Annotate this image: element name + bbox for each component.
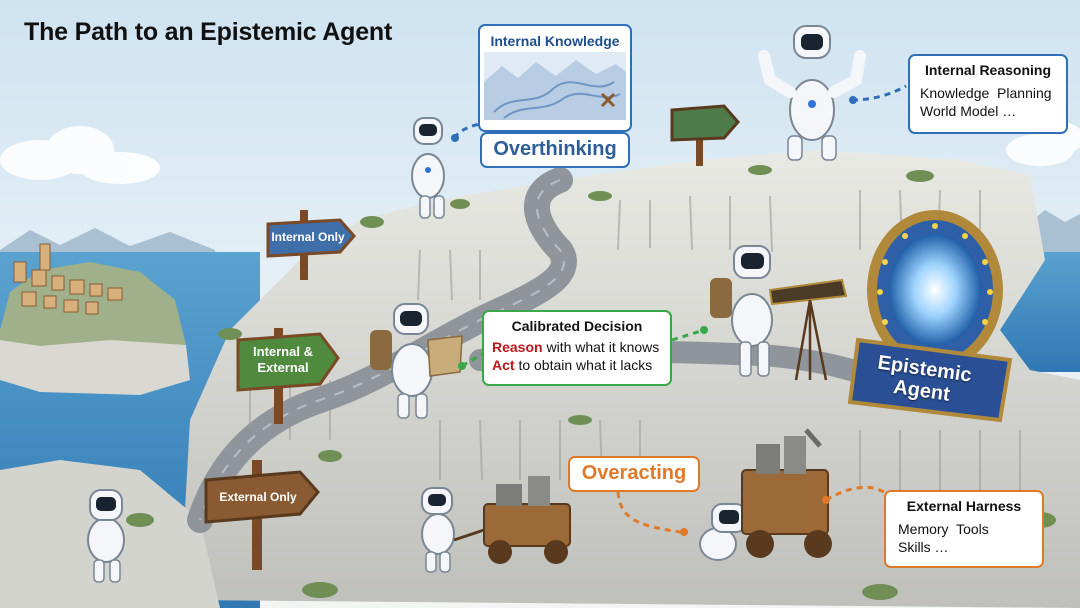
reason-rest: with what it knows	[542, 339, 660, 355]
signpost-external-only	[204, 460, 320, 570]
overthinking-label: Overthinking	[480, 132, 630, 168]
act-line: Act to obtain what it lacks	[492, 356, 662, 374]
cloud-left	[0, 126, 160, 184]
sign-internal-external-label: Internal & External	[253, 344, 313, 375]
robot-with-map	[370, 303, 463, 419]
epistemic-portal	[847, 210, 1013, 423]
robot-pushing-cart	[699, 428, 832, 561]
overacting-label: Overacting	[568, 456, 700, 492]
robot-top-right	[758, 25, 866, 161]
page-title: The Path to an Epistemic Agent	[24, 18, 393, 46]
robot-bottom-left	[87, 489, 125, 583]
reason-word: Reason	[492, 339, 543, 355]
signpost-top	[670, 104, 740, 166]
signpost-internal-only	[266, 210, 356, 280]
robot-overthinking	[411, 117, 445, 219]
external-harness-line2: Skills …	[898, 539, 949, 555]
internal-knowledge-title: Internal Knowledge	[490, 33, 620, 49]
external-harness-title: External Harness	[906, 498, 1022, 514]
reason-line: Reason with what it knows	[492, 338, 662, 356]
sign-internal-only-label: Internal Only	[271, 230, 345, 244]
internal-reasoning-line2: World Model …	[920, 103, 1017, 119]
mountain-map-icon	[484, 52, 626, 120]
calibrated-decision-title: Calibrated Decision	[511, 318, 643, 334]
internal-reasoning-line1: Knowledge Planning	[920, 85, 1052, 101]
overacting-text: Overacting	[581, 462, 687, 484]
overthinking-text: Overthinking	[493, 138, 617, 160]
village	[13, 243, 123, 315]
sign-external-only-label: External Only	[219, 490, 297, 504]
internal-reasoning-callout: Internal Reasoning Knowledge Planning Wo…	[908, 54, 1068, 134]
robot-pulling-cart	[421, 476, 571, 573]
internal-knowledge-callout: Internal Knowledge	[478, 24, 632, 132]
act-rest: to obtain what it lacks	[514, 357, 653, 373]
act-word: Act	[492, 357, 515, 373]
external-harness-callout: External Harness Memory Tools Skills …	[884, 490, 1044, 568]
calibrated-decision-callout: Calibrated Decision Reason with what it …	[482, 310, 672, 386]
signpost-internal-external	[236, 328, 340, 424]
robot-with-telescope	[710, 245, 848, 381]
external-harness-line1: Memory Tools	[898, 521, 989, 537]
internal-reasoning-title: Internal Reasoning	[924, 62, 1052, 78]
